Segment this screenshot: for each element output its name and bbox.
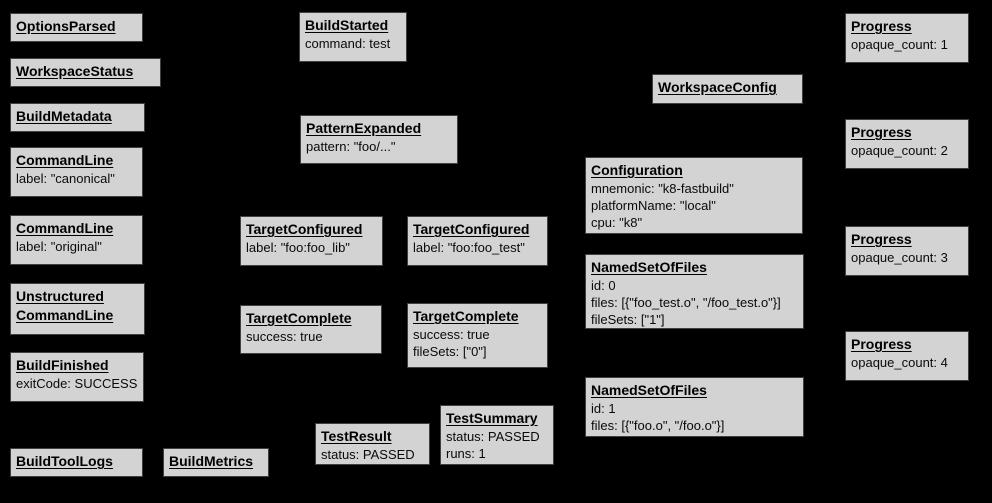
node-title: TargetComplete bbox=[246, 310, 352, 326]
node-named-set-of-files-1: NamedSetOfFiles id: 1 files: [{"foo.o", … bbox=[585, 377, 804, 437]
field-line: files: [{"foo_test.o", "/foo_test.o"}] bbox=[591, 295, 781, 310]
node-named-set-of-files-0: NamedSetOfFiles id: 0 files: [{"foo_test… bbox=[585, 254, 804, 329]
node-target-configured-foo-lib: TargetConfigured label: "foo:foo_lib" bbox=[240, 216, 383, 266]
field-line: label: "foo:foo_test" bbox=[413, 240, 525, 255]
field-line: opaque_count: 3 bbox=[851, 250, 948, 265]
field-line: opaque_count: 1 bbox=[851, 37, 948, 52]
node-build-metrics: BuildMetrics bbox=[163, 448, 269, 477]
node-title: TargetConfigured bbox=[246, 221, 363, 237]
field-line: fileSets: ["1"] bbox=[591, 312, 665, 327]
field-line: status: PASSED bbox=[321, 447, 415, 462]
node-title: PatternExpanded bbox=[306, 120, 422, 136]
node-test-summary: TestSummary status: PASSED runs: 1 bbox=[440, 405, 554, 465]
node-title: CommandLine bbox=[16, 220, 114, 236]
node-pattern-expanded: PatternExpanded pattern: "foo/..." bbox=[300, 115, 458, 164]
node-test-result: TestResult status: PASSED bbox=[315, 423, 430, 465]
node-progress-3: Progress opaque_count: 3 bbox=[845, 226, 969, 276]
field-line: status: PASSED bbox=[446, 429, 540, 444]
node-build-finished: BuildFinished exitCode: SUCCESS bbox=[10, 352, 144, 402]
node-build-started: BuildStarted command: test bbox=[299, 12, 407, 62]
node-title: BuildFinished bbox=[16, 357, 109, 373]
node-progress-1: Progress opaque_count: 1 bbox=[845, 13, 969, 63]
node-title: WorkspaceStatus bbox=[16, 63, 134, 79]
field-line: label: "foo:foo_lib" bbox=[246, 240, 350, 255]
field-line: cpu: "k8" bbox=[591, 215, 643, 230]
node-title: Progress bbox=[851, 231, 912, 247]
field-line: id: 0 bbox=[591, 278, 616, 293]
field-line: mnemonic: "k8-fastbuild" bbox=[591, 181, 734, 196]
node-target-configured-foo-test: TargetConfigured label: "foo:foo_test" bbox=[407, 216, 548, 266]
node-target-complete-test: TargetComplete success: true fileSets: [… bbox=[407, 303, 548, 368]
node-title: NamedSetOfFiles bbox=[591, 382, 707, 398]
node-progress-4: Progress opaque_count: 4 bbox=[845, 331, 969, 381]
node-title: BuildMetadata bbox=[16, 108, 112, 124]
field-line: command: test bbox=[305, 36, 391, 51]
node-title: BuildMetrics bbox=[169, 453, 254, 469]
node-title: Unstructured CommandLine bbox=[16, 288, 114, 323]
node-options-parsed: OptionsParsed bbox=[10, 13, 143, 42]
field-line: label: "original" bbox=[16, 239, 102, 254]
node-title: TargetConfigured bbox=[413, 221, 530, 237]
field-line: runs: 1 bbox=[446, 446, 486, 461]
field-line: id: 1 bbox=[591, 401, 616, 416]
field-line: success: true bbox=[246, 329, 323, 344]
field-line: opaque_count: 2 bbox=[851, 143, 948, 158]
node-progress-2: Progress opaque_count: 2 bbox=[845, 119, 969, 169]
field-line: fileSets: ["0"] bbox=[413, 344, 487, 359]
field-line: pattern: "foo/..." bbox=[306, 139, 396, 154]
node-build-metadata: BuildMetadata bbox=[10, 103, 145, 132]
node-title: Configuration bbox=[591, 162, 683, 178]
node-title: TestResult bbox=[321, 428, 392, 444]
node-title: OptionsParsed bbox=[16, 18, 116, 34]
field-line: label: "canonical" bbox=[16, 171, 115, 186]
node-workspace-config: WorkspaceConfig bbox=[652, 74, 803, 104]
node-command-line-canonical: CommandLine label: "canonical" bbox=[10, 147, 143, 197]
field-line: files: [{"foo.o", "/foo.o"}] bbox=[591, 418, 725, 433]
node-title: TargetComplete bbox=[413, 308, 519, 324]
node-unstructured-command-line: Unstructured CommandLine bbox=[10, 283, 145, 335]
field-line: success: true bbox=[413, 327, 490, 342]
field-line: platformName: "local" bbox=[591, 198, 716, 213]
node-title: BuildStarted bbox=[305, 17, 389, 33]
node-title: Progress bbox=[851, 18, 912, 34]
node-title: BuildToolLogs bbox=[16, 453, 113, 469]
node-title: NamedSetOfFiles bbox=[591, 259, 707, 275]
node-title: TestSummary bbox=[446, 410, 538, 426]
field-line: exitCode: SUCCESS bbox=[16, 376, 138, 391]
node-configuration: Configuration mnemonic: "k8-fastbuild" p… bbox=[585, 157, 803, 234]
field-line: opaque_count: 4 bbox=[851, 355, 948, 370]
node-command-line-original: CommandLine label: "original" bbox=[10, 215, 143, 265]
node-title: WorkspaceConfig bbox=[658, 79, 777, 95]
node-workspace-status: WorkspaceStatus bbox=[10, 58, 161, 87]
node-target-complete-lib: TargetComplete success: true bbox=[240, 305, 382, 354]
node-build-tool-logs: BuildToolLogs bbox=[10, 448, 143, 477]
node-title: Progress bbox=[851, 124, 912, 140]
node-title: CommandLine bbox=[16, 152, 114, 168]
node-title: Progress bbox=[851, 336, 912, 352]
